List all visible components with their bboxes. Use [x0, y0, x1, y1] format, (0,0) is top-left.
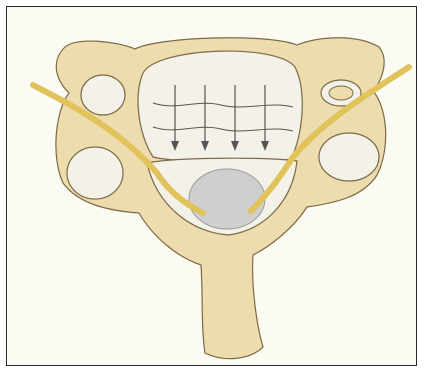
- left-upper-foramen: [81, 75, 125, 115]
- figure-frame: [6, 6, 417, 366]
- vertebral-canal: [138, 51, 302, 162]
- right-lower-foramen: [319, 133, 379, 181]
- vertebra-svg: [7, 7, 418, 367]
- spinal-cord: [189, 169, 265, 229]
- right-upper-foramen-inner: [329, 86, 353, 100]
- vertebra-illustration: [7, 7, 418, 367]
- left-lower-foramen: [67, 147, 123, 199]
